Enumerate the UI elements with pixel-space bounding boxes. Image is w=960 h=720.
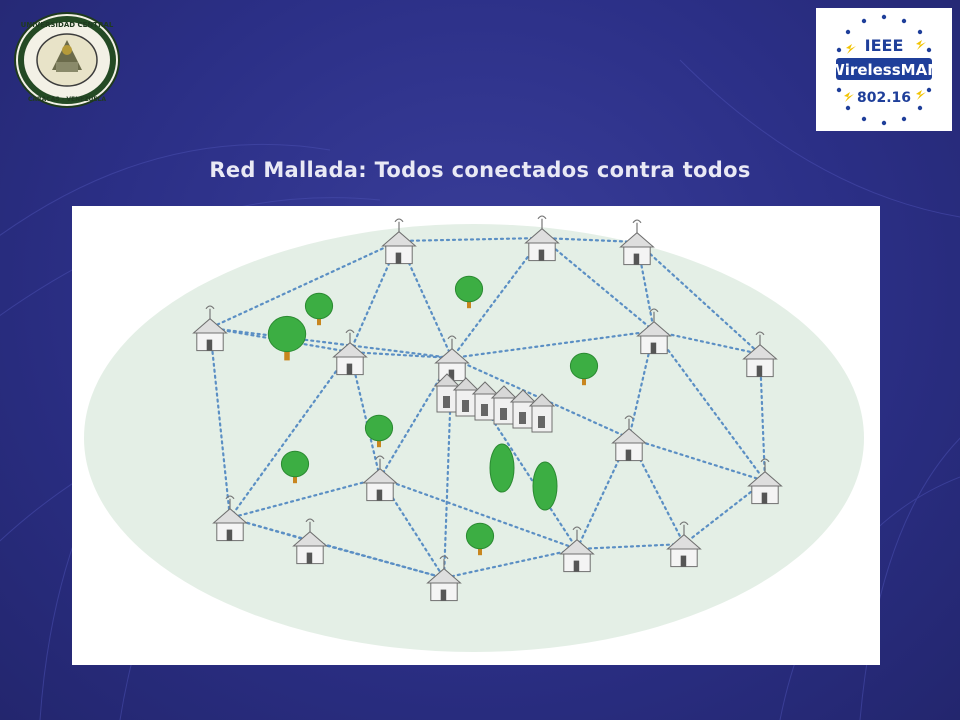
logo-wirelessman-text: WirelessMAN (828, 61, 940, 79)
mesh-link (442, 547, 579, 580)
mesh-link (635, 240, 762, 356)
mesh-link (348, 350, 454, 360)
mesh-link (540, 236, 639, 244)
mesh-network-diagram (72, 206, 880, 665)
house-node-icon (524, 215, 560, 262)
house-node-icon (362, 455, 398, 502)
tree-icon (267, 315, 307, 361)
mesh-link (450, 236, 544, 360)
mesh-link (397, 239, 454, 360)
mesh-link (450, 329, 656, 360)
mesh-link (575, 542, 686, 551)
house-node-icon (742, 331, 778, 378)
house-node-icon (636, 308, 672, 355)
mesh-network-illustration (84, 215, 864, 652)
house-node-icon (332, 329, 368, 376)
mesh-link (378, 476, 579, 551)
seal-text-bottom: CARACAS - VENEZUELA (28, 96, 106, 103)
logo-ieee-text: IEEE (865, 36, 904, 55)
house-node-icon (611, 415, 647, 462)
mesh-link (348, 350, 382, 480)
logo-802-16-text: 802.16 (857, 90, 911, 106)
house-node-icon (292, 518, 328, 565)
tree-icon (364, 414, 394, 448)
university-seal-logo: UNIVERSIDAD CENTRAL CARACAS - VENEZUELA (14, 12, 120, 108)
mesh-link (652, 329, 762, 356)
mesh-link (208, 239, 401, 330)
central-building-icon (433, 373, 556, 433)
tree-icon (569, 352, 599, 386)
mesh-link (627, 436, 767, 483)
ieee-wirelessman-logo: IEEE WirelessMAN 802.16 (816, 8, 952, 131)
tree-icon (454, 275, 484, 309)
mesh-link (228, 476, 382, 520)
tree-icon (489, 443, 515, 493)
house-node-icon (212, 495, 248, 542)
house-node-icon (559, 526, 595, 573)
house-node-icon (426, 555, 462, 602)
tree-icon (465, 522, 495, 556)
house-node-icon (666, 521, 702, 568)
mesh-link (228, 350, 352, 520)
mesh-link (308, 539, 446, 580)
mesh-link (540, 236, 656, 333)
mesh-link (208, 326, 454, 360)
mesh-link (652, 329, 767, 483)
mesh-link (208, 326, 232, 520)
mesh-link (397, 236, 544, 243)
tree-icon (304, 292, 334, 326)
house-node-icon (192, 305, 228, 352)
tree-icon (280, 450, 310, 484)
house-node-icon (381, 218, 417, 265)
tree-icon (532, 461, 558, 511)
house-node-icon (619, 219, 655, 266)
slide-title: Red Mallada: Todos conectados contra tod… (209, 158, 751, 182)
house-node-icon (747, 458, 783, 505)
seal-text-top: UNIVERSIDAD CENTRAL (21, 21, 114, 29)
